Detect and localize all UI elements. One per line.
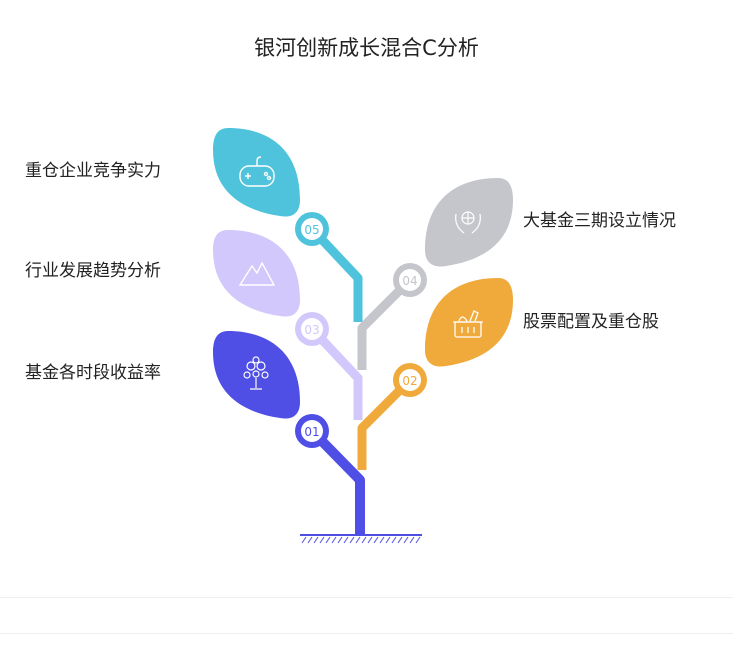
hatch-mark xyxy=(307,536,313,544)
globe-hands-icon xyxy=(455,211,481,234)
step-number-03: 03 xyxy=(304,323,319,337)
leaf-01 xyxy=(213,331,329,448)
hatch-mark xyxy=(367,536,373,544)
page-title: 银河创新成长混合C分析 xyxy=(254,36,479,60)
step-number-02: 02 xyxy=(402,374,417,388)
hatch-mark xyxy=(409,536,415,544)
hatch-mark xyxy=(337,536,343,544)
mountain-icon xyxy=(238,261,276,286)
step-number-04: 04 xyxy=(402,274,417,288)
stem-02 xyxy=(357,376,414,470)
label-04: 大基金三期设立情况 xyxy=(523,211,676,231)
money-tree-icon xyxy=(243,356,269,390)
shopping-basket-icon xyxy=(453,310,483,338)
leaf-04 xyxy=(393,178,513,297)
divider xyxy=(0,597,733,598)
step-number-05: 05 xyxy=(304,223,319,237)
hatch-mark xyxy=(361,536,367,544)
hatch-mark xyxy=(391,536,397,544)
hatch-mark xyxy=(403,536,409,544)
leaf-03 xyxy=(213,230,329,346)
divider xyxy=(0,633,733,634)
hatch-mark xyxy=(313,536,319,544)
step-number-01: 01 xyxy=(304,425,319,439)
hatch-mark xyxy=(397,536,403,544)
leaf-05 xyxy=(213,128,329,246)
hatch-mark xyxy=(325,536,331,544)
hatch-mark xyxy=(349,536,355,544)
hatch-mark xyxy=(373,536,379,544)
label-01: 基金各时段收益率 xyxy=(25,363,161,383)
hatch-mark xyxy=(331,536,337,544)
hatch-mark xyxy=(385,536,391,544)
stem-01 xyxy=(308,427,365,535)
label-02: 股票配置及重仓股 xyxy=(523,312,659,332)
hatch-mark xyxy=(379,536,385,544)
stem-03 xyxy=(308,325,363,420)
hatch-mark xyxy=(319,536,325,544)
label-05: 重仓企业竞争实力 xyxy=(25,161,161,181)
hatch-mark xyxy=(355,536,361,544)
hatch-mark xyxy=(343,536,349,544)
hatch-mark xyxy=(301,536,307,544)
gamepad-icon xyxy=(239,156,275,187)
ground-hatch xyxy=(301,536,421,544)
stem-04 xyxy=(357,276,414,370)
hatch-mark xyxy=(415,536,421,544)
stem-05 xyxy=(308,225,363,322)
label-03: 行业发展趋势分析 xyxy=(25,261,161,281)
